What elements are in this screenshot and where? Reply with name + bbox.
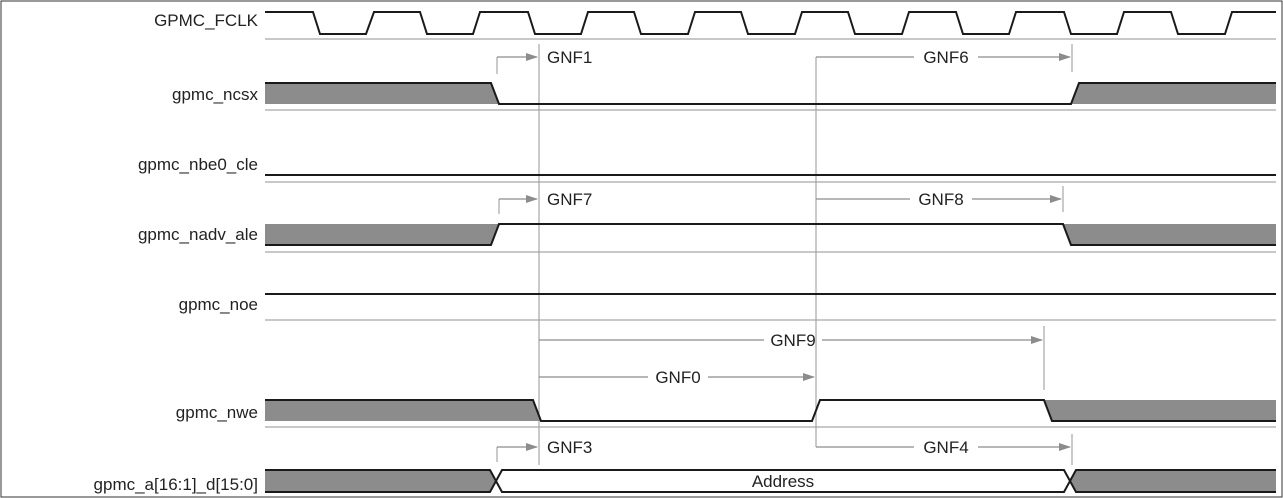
waveform-bus: Address xyxy=(265,469,1276,493)
signal-label-noe: gpmc_noe xyxy=(179,295,258,314)
signal-label-nadv: gpmc_nadv_ale xyxy=(138,225,258,244)
param-label-gnf6: GNF6 xyxy=(923,48,968,67)
waveform-nadv xyxy=(265,223,1276,246)
param-label-gnf3: GNF3 xyxy=(547,438,592,457)
signal-label-nbe: gpmc_nbe0_cle xyxy=(138,155,258,174)
bus-value-label: Address xyxy=(752,472,814,491)
bus-fill-left xyxy=(265,470,496,492)
signal-label-clk: GPMC_FCLK xyxy=(154,11,259,30)
nadv-fill-right xyxy=(1063,224,1276,245)
signal-labels: GPMC_FCLK gpmc_ncsx gpmc_nbe0_cle gpmc_n… xyxy=(94,11,259,494)
ncs-fill-left xyxy=(265,83,499,104)
row-baselines xyxy=(265,38,1276,428)
nadv-fill-left xyxy=(265,224,499,245)
waveform-nwe xyxy=(265,399,1276,422)
signal-label-bus: gpmc_a[16:1]_d[15:0] xyxy=(94,475,258,494)
param-label-gnf8: GNF8 xyxy=(918,190,963,209)
nwe-fill-right xyxy=(1044,400,1276,421)
param-label-gnf1: GNF1 xyxy=(547,48,592,67)
waveform-clk xyxy=(265,11,1276,35)
reference-guides xyxy=(496,44,1073,465)
timing-arrows xyxy=(497,53,1071,451)
param-label-gnf4: GNF4 xyxy=(923,438,968,457)
timing-param-labels: GNF1 GNF6 GNF7 GNF8 GNF9 GNF0 GNF3 GNF4 xyxy=(547,48,969,457)
bus-address-segment xyxy=(496,470,1070,492)
param-label-gnf7: GNF7 xyxy=(547,190,592,209)
signal-label-nwe: gpmc_nwe xyxy=(176,403,258,422)
param-label-gnf9: GNF9 xyxy=(770,331,815,350)
signal-label-ncs: gpmc_ncsx xyxy=(172,85,258,104)
ncs-fill-right xyxy=(1071,83,1276,104)
waveform-ncs xyxy=(265,82,1276,105)
bus-fill-right xyxy=(1070,470,1276,492)
param-label-gnf0: GNF0 xyxy=(655,368,700,387)
nwe-fill-left xyxy=(265,400,541,421)
